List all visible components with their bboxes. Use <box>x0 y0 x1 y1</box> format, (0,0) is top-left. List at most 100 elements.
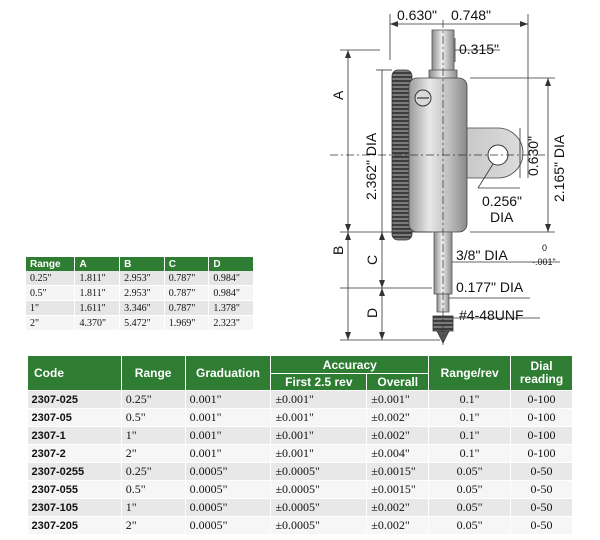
table-cell: 0-50 <box>510 480 573 499</box>
table-cell: ±0.002" <box>366 426 430 445</box>
table-cell: 0.05" <box>428 480 512 499</box>
table-cell: 0.001" <box>185 444 272 463</box>
table-cell: ±0.001" <box>270 408 368 427</box>
table-cell: 2" <box>26 315 76 331</box>
table-row: 2" 4.370" 5.472" 1.969" 2.323" <box>26 315 254 331</box>
table-cell: ±0.001" <box>270 444 368 463</box>
table-cell: ±0.002" <box>366 516 430 535</box>
header-code: Code <box>27 355 122 391</box>
table-cell: 0-100 <box>510 426 573 445</box>
table-cell: 1" <box>121 498 186 517</box>
table-cell: ±0.002" <box>366 498 430 517</box>
code-cell: 2307-1 <box>27 426 122 445</box>
header-a: A <box>74 257 121 271</box>
table-cell: ±0.004" <box>366 444 430 463</box>
table-row: 2307-05 0.5" 0.001" ±0.001" ±0.002" 0.1"… <box>27 408 573 427</box>
code-cell: 2307-05 <box>27 408 122 427</box>
table-cell: ±0.0005" <box>270 516 368 535</box>
table-cell: 0.0005" <box>185 462 272 481</box>
table-cell: 0.5" <box>26 285 76 301</box>
table-cell: 0.1" <box>428 444 512 463</box>
table-cell: 0-50 <box>510 462 573 481</box>
table-cell: ±0.002" <box>366 408 430 427</box>
dim-0630-lug: 0.630" <box>525 136 541 176</box>
dial-indicator-drawing: 0.630" 0.748" 0.315" A B C D 2.362" DIA … <box>330 7 567 345</box>
table-row: 2307-0255 0.25" 0.0005" ±0.0005" ±0.0015… <box>27 462 573 481</box>
table-cell: 2.953" <box>119 285 165 301</box>
dim-0748: 0.748" <box>451 7 491 23</box>
table-cell: 1.969" <box>164 315 210 331</box>
code-cell: 2307-105 <box>27 498 122 517</box>
table-row: 0.25" 1.811" 2.953" 0.787" 0.984" <box>26 271 254 286</box>
table-row: 2307-025 0.25" 0.001" ±0.001" ±0.001" 0.… <box>27 390 573 409</box>
table-cell: 1.611" <box>74 300 121 316</box>
table-row: 2307-055 0.5" 0.0005" ±0.0005" ±0.0015" … <box>27 480 573 499</box>
table-cell: 0.0005" <box>185 480 272 499</box>
table-cell: 1.378" <box>208 300 254 316</box>
table-row: 2307-2 2" 0.001" ±0.001" ±0.004" 0.1" 0-… <box>27 444 573 463</box>
thread-spec: #4-48UNF <box>459 307 524 323</box>
table-cell: 0.787" <box>164 300 210 316</box>
table-cell: 0.1" <box>428 408 512 427</box>
table-cell: 0.984" <box>208 285 254 301</box>
table-cell: 2.953" <box>119 271 165 286</box>
code-cell: 2307-2 <box>27 444 122 463</box>
table-cell: ±0.0005" <box>270 462 368 481</box>
table-cell: 1" <box>26 300 76 316</box>
specification-table-header: Code Range Graduation Accuracy Range/rev… <box>27 355 573 391</box>
dim-2362-dia: 2.362" DIA <box>363 132 379 200</box>
table-cell: 0-100 <box>510 390 573 409</box>
label-a: A <box>330 90 346 100</box>
table-cell: 4.370" <box>74 315 121 331</box>
table-cell: ±0.001" <box>366 390 430 409</box>
table-row: 2307-1 1" 0.001" ±0.001" ±0.002" 0.1" 0-… <box>27 426 573 445</box>
dim-38-dia: 3/8" DIA <box>456 247 508 263</box>
table-cell: 2" <box>121 444 186 463</box>
dim-0256-dia: DIA <box>490 209 514 225</box>
dim-0630-top: 0.630" <box>397 7 437 23</box>
dim-0315: 0.315" <box>459 41 499 57</box>
header-accuracy: Accuracy <box>270 355 430 374</box>
table-cell: 0-50 <box>510 516 573 535</box>
table-row: 2307-105 1" 0.0005" ±0.0005" ±0.002" 0.0… <box>27 498 573 517</box>
code-cell: 2307-0255 <box>27 462 122 481</box>
header-range: Range <box>120 355 186 391</box>
table-cell: ±0.001" <box>270 426 368 445</box>
table-row: 0.5" 1.811" 2.953" 0.787" 0.984" <box>26 285 254 301</box>
specification-table-subheader: First 2.5 rev Overall <box>28 373 573 391</box>
table-cell: 0.1" <box>428 390 512 409</box>
table-cell: 0.1" <box>428 426 512 445</box>
header-dial-reading: Dial reading <box>510 355 573 391</box>
table-row: 2307-205 2" 0.0005" ±0.0005" ±0.002" 0.0… <box>27 516 573 535</box>
table-cell: 0-100 <box>510 444 573 463</box>
table-cell: 0.001" <box>185 426 272 445</box>
table-cell: ±0.0005" <box>270 498 368 517</box>
header-overall: Overall <box>366 373 430 391</box>
table-cell: 1.811" <box>74 285 121 301</box>
table-cell: 0.05" <box>428 462 512 481</box>
header-c: C <box>164 257 210 271</box>
table-cell: 1.811" <box>74 271 121 286</box>
table-cell: ±0.0015" <box>366 462 430 481</box>
table-cell: 0.984" <box>208 271 254 286</box>
table-cell: 3.346" <box>119 300 165 316</box>
code-cell: 2307-205 <box>27 516 122 535</box>
table-cell: 0.0005" <box>185 498 272 517</box>
table-row: 1" 1.611" 3.346" 0.787" 1.378" <box>26 300 254 316</box>
table-cell: 0.001" <box>185 390 272 409</box>
table-cell: 2" <box>121 516 186 535</box>
table-cell: 0.05" <box>428 498 512 517</box>
header-first-rev: First 2.5 rev <box>270 373 368 391</box>
dimension-table: Range A B C D 0.25" 1.811" 2.953" 0.787"… <box>26 257 254 331</box>
table-cell: 2.323" <box>208 315 254 331</box>
table-cell: ±0.001" <box>270 390 368 409</box>
table-cell: 0.001" <box>185 408 272 427</box>
table-cell: 0.05" <box>428 516 512 535</box>
label-d: D <box>364 308 380 318</box>
specification-table: Code Range Graduation Accuracy Range/rev… <box>27 355 573 535</box>
table-cell: ±0.0015" <box>366 480 430 499</box>
table-cell: 0.5" <box>121 480 186 499</box>
header-d: D <box>208 257 254 271</box>
table-cell: 0-50 <box>510 498 573 517</box>
dim-0177-dia: 0.177" DIA <box>456 279 524 295</box>
